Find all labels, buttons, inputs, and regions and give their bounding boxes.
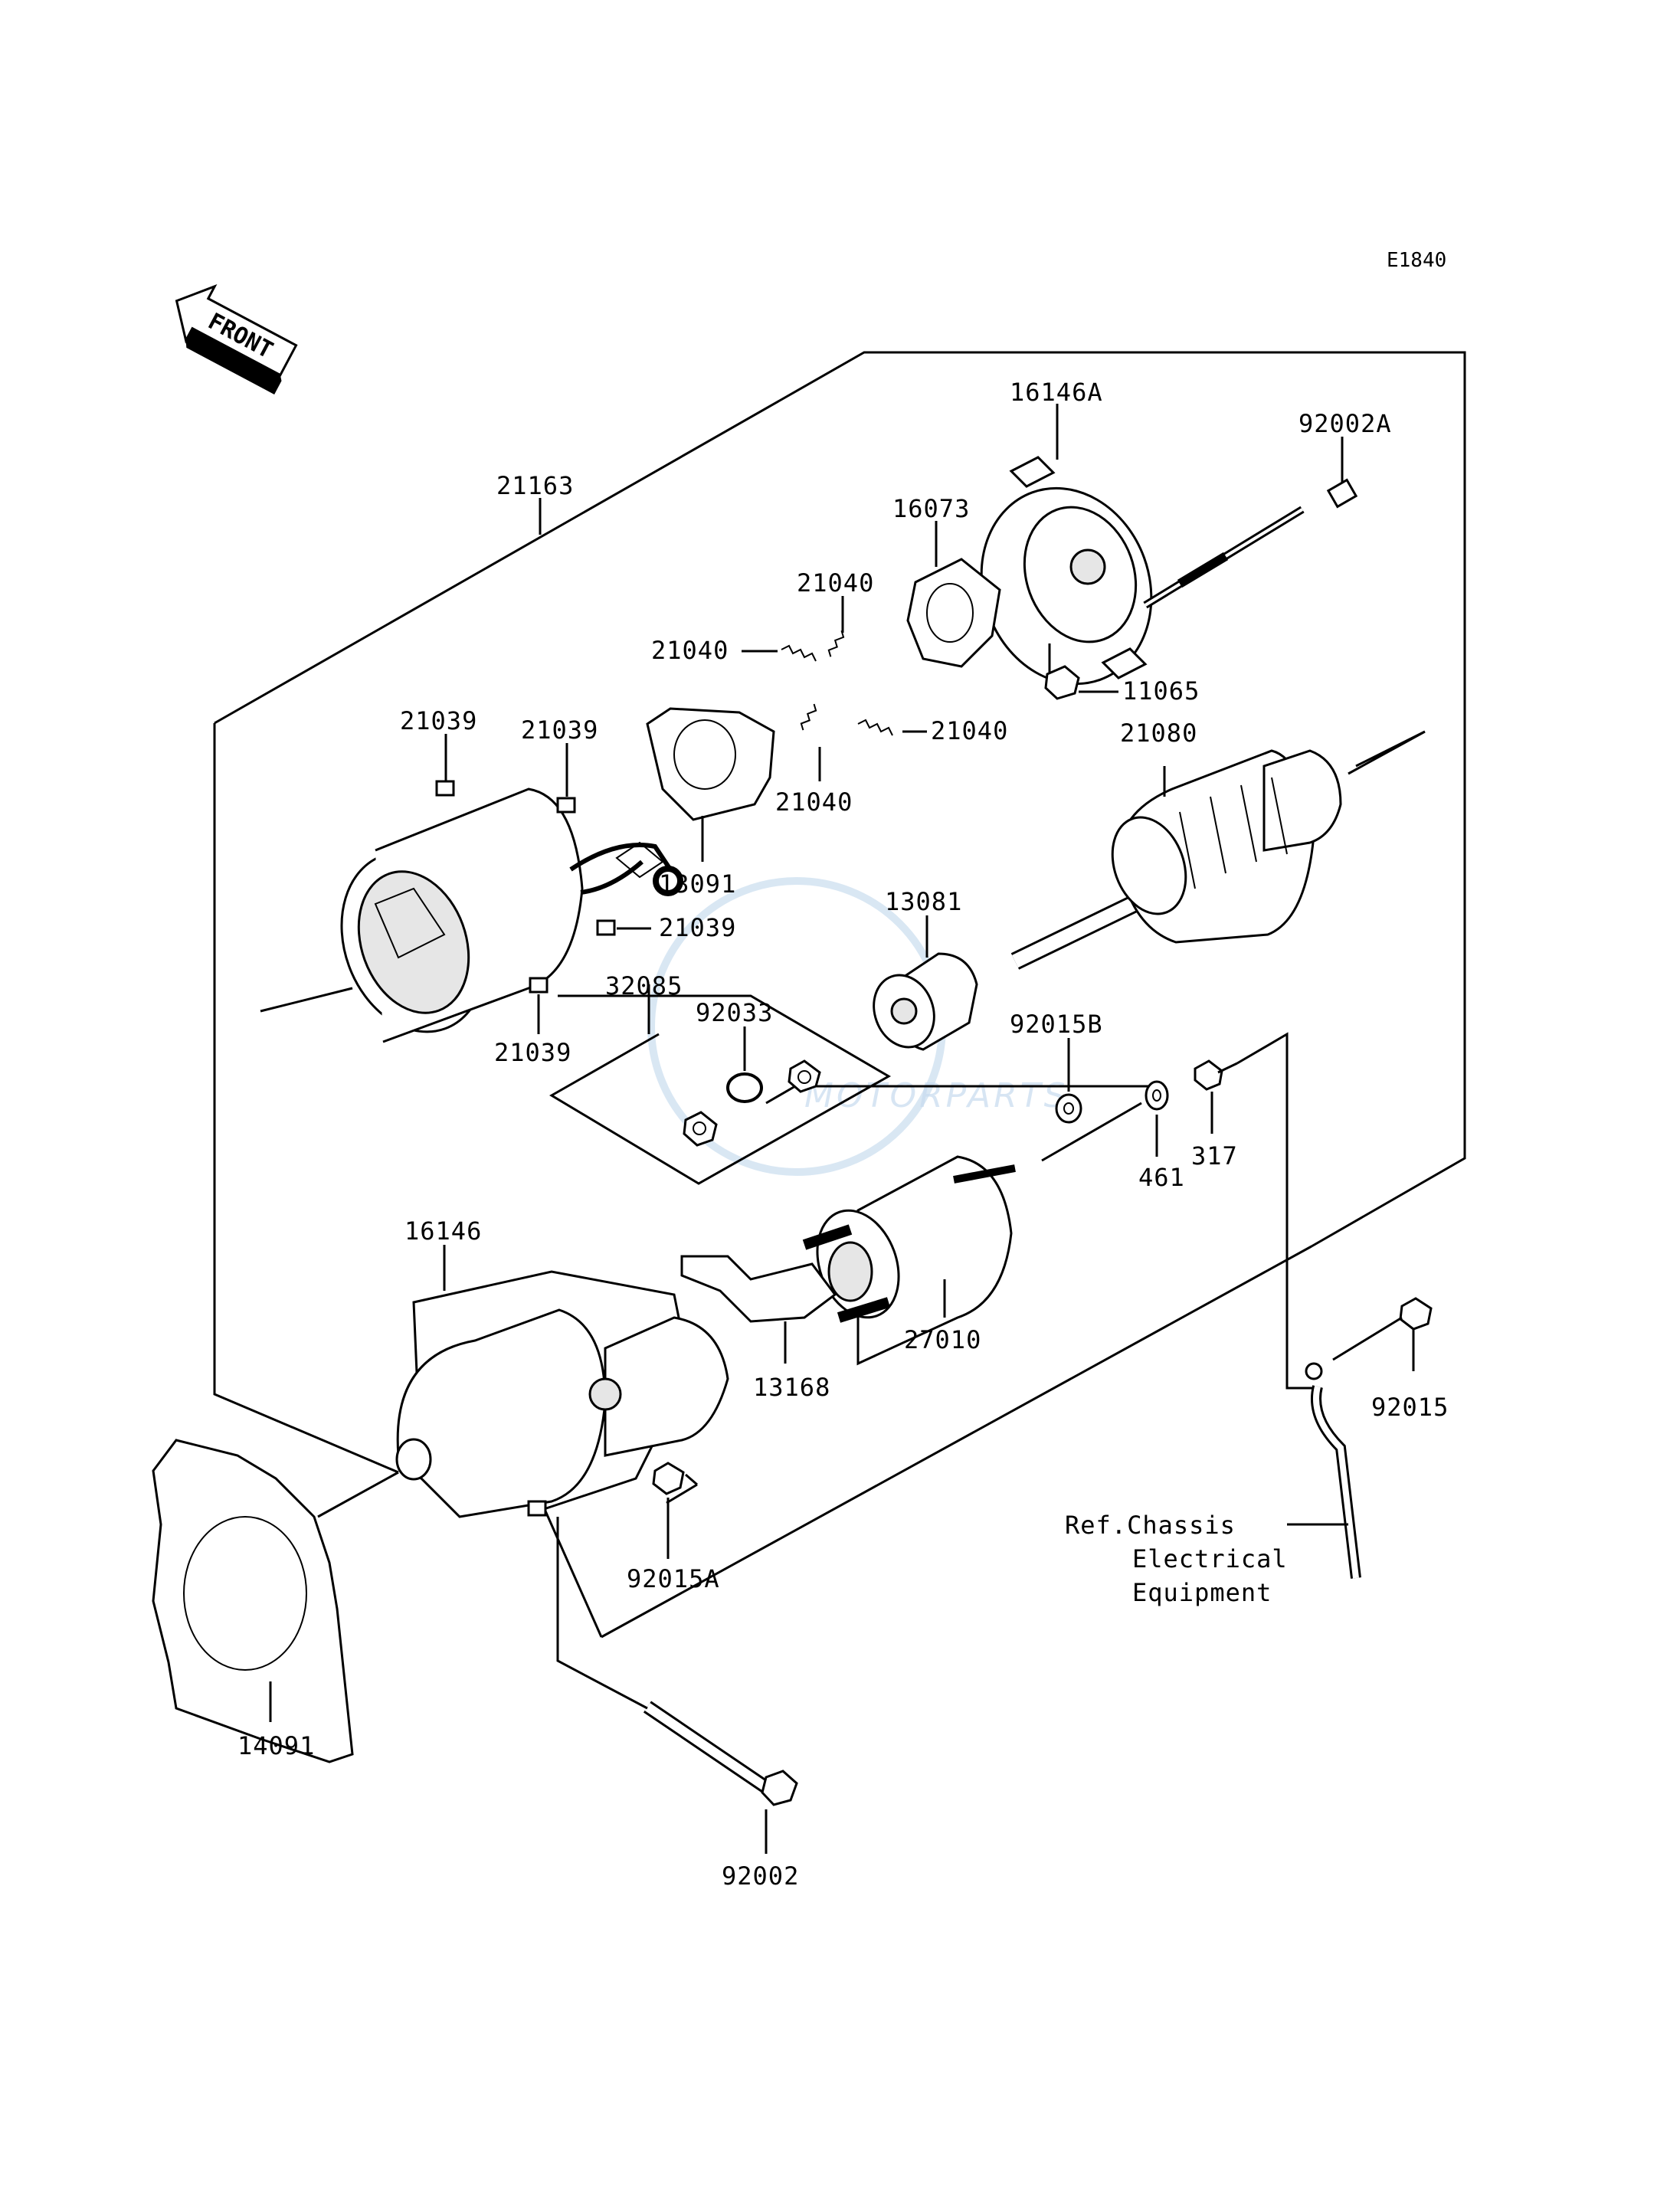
wire-connector-part — [435, 780, 683, 994]
assembly-outline — [214, 351, 1466, 1248]
cover-plate-part — [152, 1439, 354, 1763]
label-21040-a: 21040 — [797, 568, 874, 598]
flange-nut-part — [652, 1462, 685, 1495]
label-21039-c: 21039 — [659, 913, 736, 942]
snap-ring-part — [726, 1072, 763, 1103]
front-housing-part — [395, 1270, 729, 1518]
label-27010: 27010 — [904, 1325, 981, 1354]
label-11065: 11065 — [1122, 676, 1200, 706]
label-92015B: 92015B — [1010, 1010, 1103, 1039]
label-92002A: 92002A — [1298, 409, 1392, 438]
front-arrow-icon: FRONT — [175, 284, 298, 395]
label-21080: 21080 — [1120, 719, 1197, 748]
label-13091: 13091 — [659, 869, 736, 899]
label-92015: 92015 — [1371, 1393, 1449, 1422]
label-21163: 21163 — [496, 471, 574, 500]
watermark-text: MOTORPARTS — [804, 1076, 1069, 1115]
brush-plate-part — [906, 558, 1001, 668]
reference-note: Ref.Chassis Electrical Equipment — [1065, 1511, 1288, 1607]
label-92015A: 92015A — [627, 1564, 720, 1593]
label-92002: 92002 — [722, 1861, 799, 1891]
label-16146: 16146 — [404, 1216, 482, 1246]
reference-line2: Electrical — [1132, 1544, 1288, 1573]
spring-part — [781, 630, 893, 736]
label-21039-a: 21039 — [400, 706, 477, 735]
label-21039-b: 21039 — [521, 715, 598, 745]
label-16073: 16073 — [892, 494, 970, 523]
pinion-gear-part — [873, 952, 978, 1051]
terminal-nut-part — [1305, 1297, 1433, 1579]
label-13081: 13081 — [885, 887, 962, 916]
label-14091: 14091 — [237, 1731, 315, 1760]
solenoid-part — [802, 1155, 1016, 1366]
nut-part — [1044, 665, 1080, 700]
label-21040-d: 21040 — [775, 787, 853, 817]
yoke-housing-part — [340, 787, 584, 1043]
shift-lever-part — [680, 1255, 837, 1323]
reference-line1: Ref.Chassis — [1065, 1511, 1236, 1540]
label-32085: 32085 — [605, 971, 683, 1000]
brush-holder-part — [646, 707, 775, 821]
label-13168: 13168 — [753, 1373, 830, 1402]
through-bolt-upper — [1143, 478, 1358, 609]
collar-part — [683, 1059, 821, 1147]
label-21040-b: 21040 — [651, 636, 729, 665]
end-cover-part — [980, 456, 1153, 686]
label-16146A: 16146A — [1010, 378, 1103, 407]
label-461: 461 — [1138, 1163, 1185, 1192]
washer-part — [1055, 1059, 1223, 1124]
part-labels: 16146A 92002A 21163 16073 21040 21040 11… — [237, 378, 1449, 1891]
armature-part — [1010, 749, 1342, 970]
label-21040-c: 21040 — [931, 716, 1008, 745]
reference-line3: Equipment — [1132, 1578, 1272, 1607]
label-317: 317 — [1191, 1141, 1238, 1171]
label-21039-d: 21039 — [494, 1038, 571, 1067]
diagram-code: E1840 — [1387, 249, 1446, 272]
through-bolt-lower — [643, 1701, 798, 1806]
label-92033: 92033 — [696, 998, 773, 1027]
